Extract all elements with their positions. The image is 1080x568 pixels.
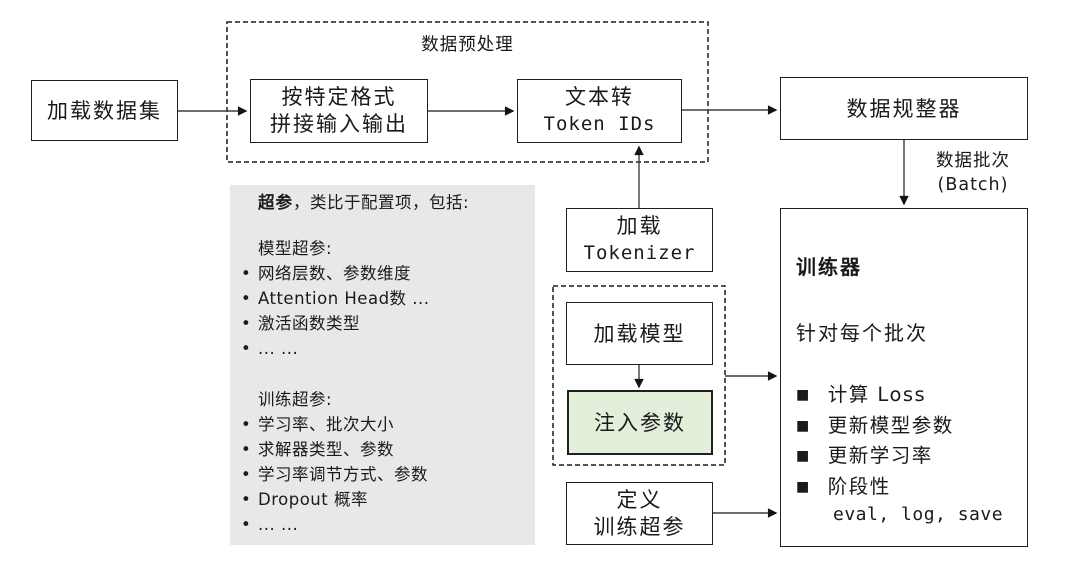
trainer-step: 更新模型参数 (796, 412, 954, 443)
box-text-to-token-line1: 文本转 (565, 85, 634, 109)
note-model-heading: 模型超参: (258, 239, 333, 258)
box-load-model: 加载模型 (566, 302, 713, 365)
note-train-item: Dropout 概率 (241, 487, 527, 512)
box-data-collator: 数据规整器 (780, 77, 1028, 140)
box-load-dataset: 加载数据集 (31, 80, 178, 141)
box-text-to-token-line2: Token IDs (543, 113, 656, 135)
box-load-model-label: 加载模型 (593, 321, 686, 346)
note-title-term: 超参 (258, 193, 293, 212)
trainer-step-detail: eval, log, save (833, 504, 1004, 525)
trainer-subtitle: 针对每个批次 (796, 321, 928, 345)
box-inject-params-label: 注入参数 (594, 410, 686, 435)
trainer-step: 阶段性 (796, 473, 954, 504)
box-load-tokenizer: 加载 Tokenizer (566, 208, 713, 272)
note-train-list: 学习率、批次大小 求解器类型、参数 学习率调节方式、参数 Dropout 概率 … (241, 412, 527, 537)
box-load-tokenizer-line2: Tokenizer (583, 242, 696, 264)
note-model-item: ... ... (241, 336, 527, 361)
note-title-rest: ，类比于配置项，包括: (293, 193, 470, 212)
trainer-title: 训练器 (796, 255, 862, 279)
box-inject-params: 注入参数 (567, 390, 713, 455)
label-batch-line1: 数据批次 (936, 151, 1010, 171)
note-model-list: 网络层数、参数维度 Attention Head数 ... 激活函数类型 ...… (241, 261, 527, 361)
box-concat-line2: 拼接输入输出 (270, 112, 408, 136)
note-train-item: 学习率、批次大小 (241, 412, 527, 437)
box-load-tokenizer-line1: 加载 (616, 214, 663, 238)
box-define-hparams-line2: 训练超参 (593, 514, 686, 539)
label-data-preprocess: 数据预处理 (421, 35, 514, 55)
box-define-train-hparams: 定义 训练超参 (566, 482, 713, 545)
trainer-step: 计算 Loss (796, 381, 954, 412)
note-train-item: 学习率调节方式、参数 (241, 462, 527, 487)
note-train-heading: 训练超参: (258, 390, 333, 409)
box-concat-input-output: 按特定格式 拼接输入输出 (250, 79, 428, 143)
note-train-item: ... ... (241, 512, 527, 537)
note-model-item: 激活函数类型 (241, 311, 527, 336)
box-data-collator-label: 数据规整器 (846, 96, 962, 121)
label-batch-line2: (Batch) (937, 175, 1009, 195)
trainer-step-list: 计算 Loss 更新模型参数 更新学习率 阶段性 (796, 381, 954, 503)
note-model-item: Attention Head数 ... (241, 286, 527, 311)
note-train-item: 求解器类型、参数 (241, 437, 527, 462)
label-batch: 数据批次 (Batch) (918, 149, 1028, 197)
box-trainer: 训练器 针对每个批次 计算 Loss 更新模型参数 更新学习率 阶段性 eval… (780, 208, 1028, 547)
note-hyperparams: 超参，类比于配置项，包括: 模型超参: 网络层数、参数维度 Attention … (230, 185, 535, 545)
note-model-item: 网络层数、参数维度 (241, 261, 527, 286)
trainer-step: 更新学习率 (796, 442, 954, 473)
note-title: 超参，类比于配置项，包括: (258, 190, 527, 215)
box-text-to-token-ids: 文本转 Token IDs (517, 79, 682, 143)
box-define-hparams-line1: 定义 (616, 487, 663, 512)
box-load-dataset-label: 加载数据集 (47, 98, 162, 123)
box-concat-line1: 按特定格式 (281, 85, 397, 109)
